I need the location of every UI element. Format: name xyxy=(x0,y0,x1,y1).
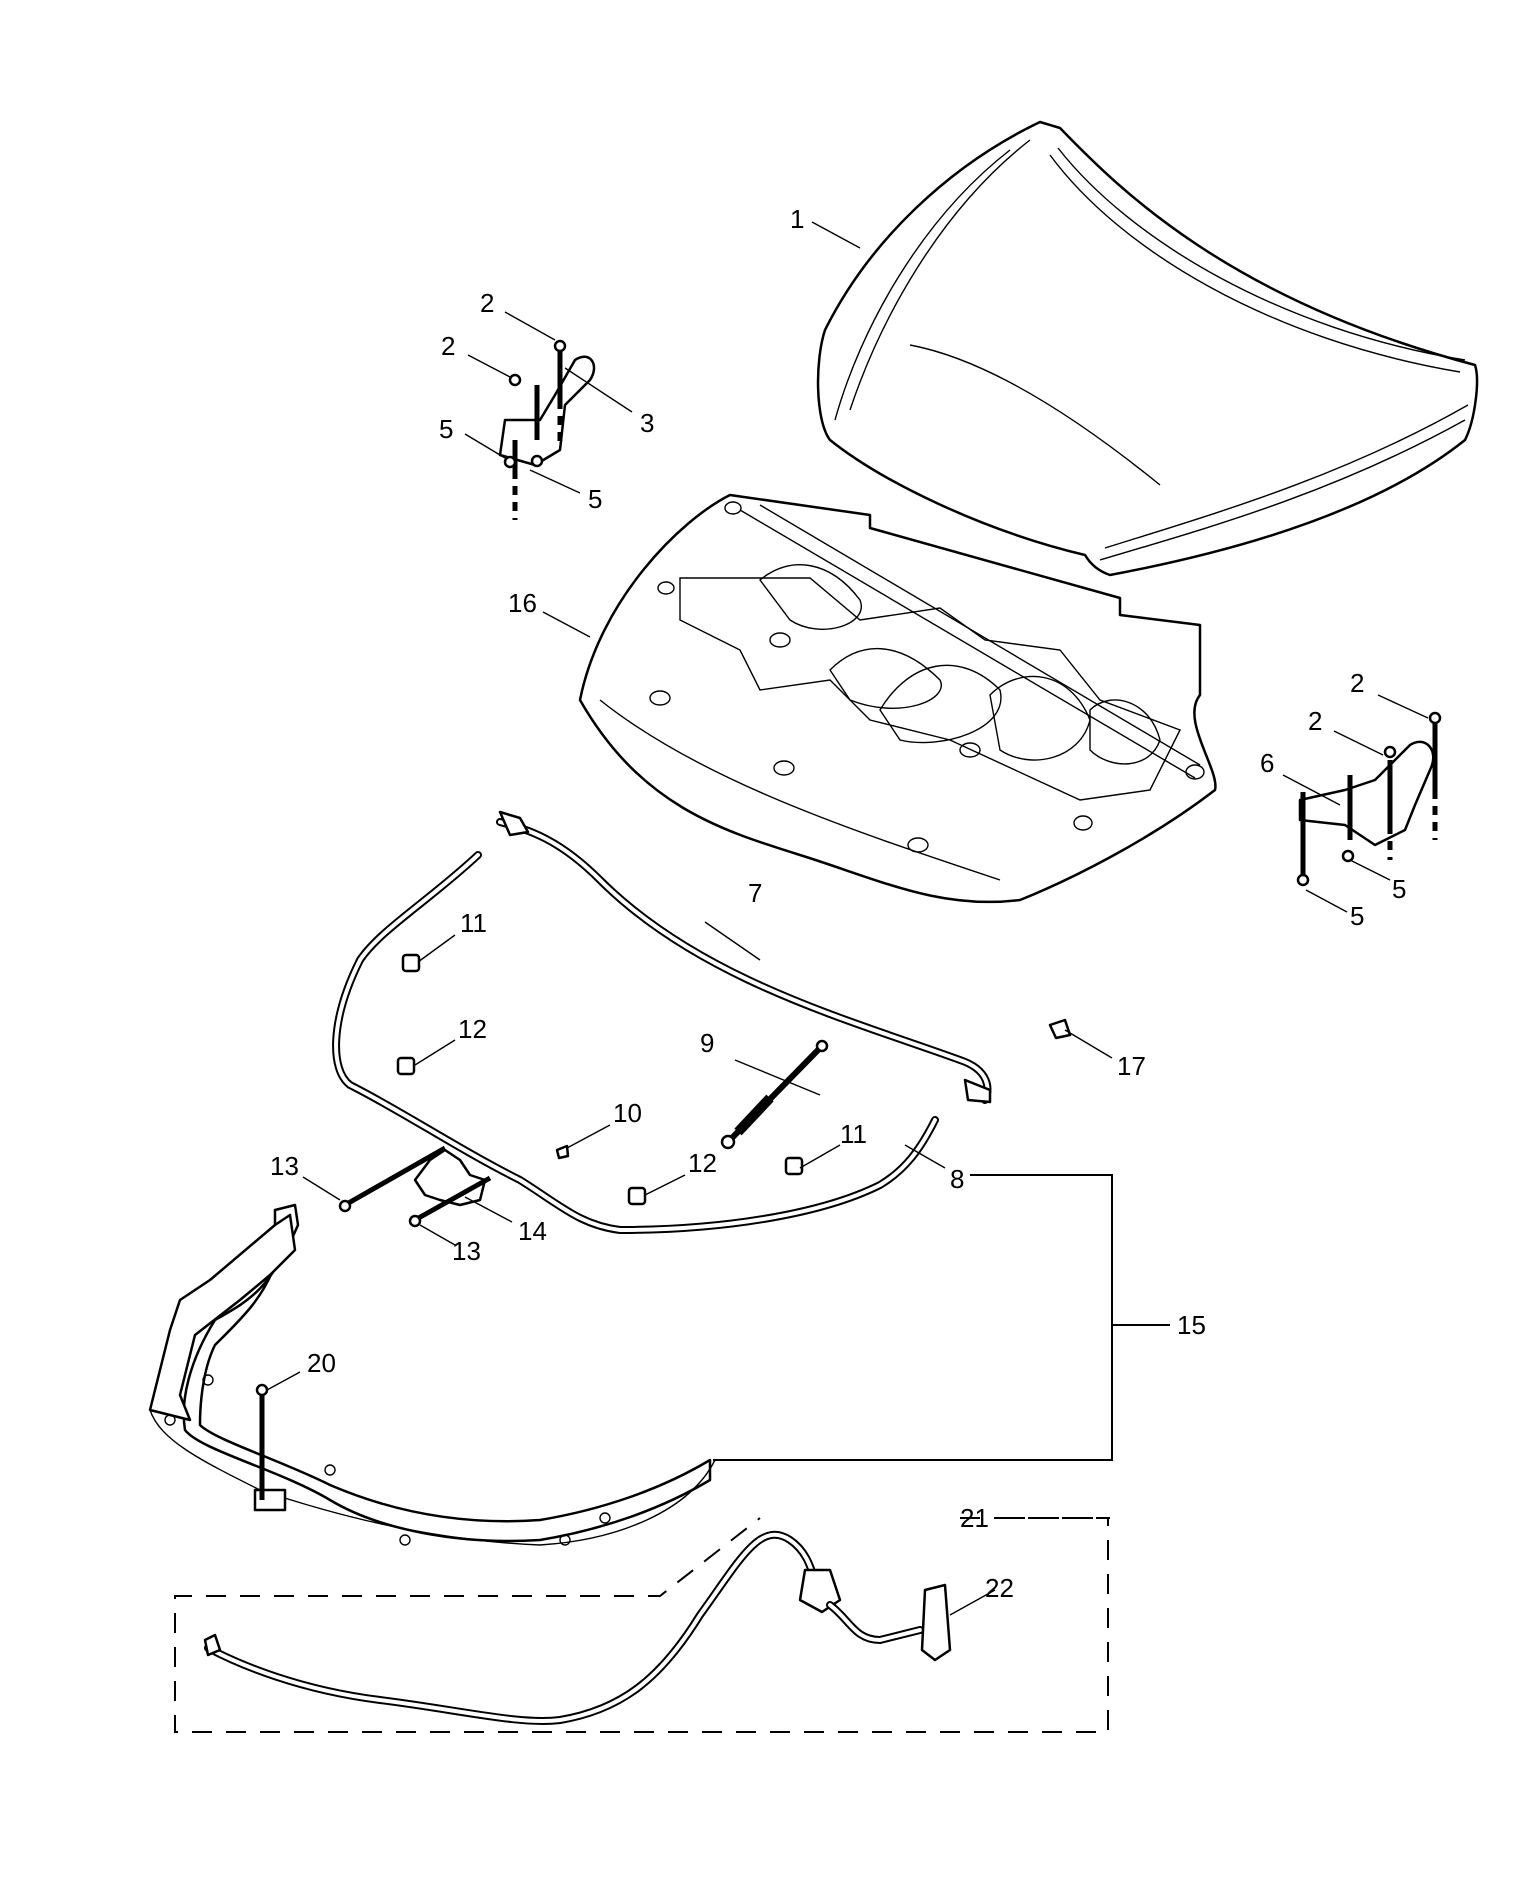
callout-11: 11 xyxy=(460,908,487,938)
callout-16: 16 xyxy=(508,588,537,618)
callout-5: 5 xyxy=(1392,874,1406,904)
callout-10: 10 xyxy=(613,1098,642,1128)
callout-13: 13 xyxy=(270,1151,299,1181)
callout-2: 2 xyxy=(480,288,494,318)
callout-6: 6 xyxy=(1260,748,1274,778)
hood-panel xyxy=(816,120,1479,577)
callout-5: 5 xyxy=(588,484,602,514)
callout-9: 9 xyxy=(700,1028,714,1058)
callout-21: 21 xyxy=(960,1503,989,1533)
callout-3: 3 xyxy=(640,408,654,438)
hood-release-cable xyxy=(203,1530,924,1725)
callout-22: 22 xyxy=(985,1573,1014,1603)
hood-gas-strut xyxy=(720,1039,829,1150)
hood-latch xyxy=(338,1145,492,1228)
right-hood-hinge xyxy=(1296,711,1442,887)
hood-insulator xyxy=(578,493,1217,904)
hood-release-handle xyxy=(920,1583,952,1662)
leader-lines xyxy=(266,221,1429,1616)
callout-17: 17 xyxy=(1117,1051,1146,1081)
callout-5: 5 xyxy=(1350,901,1364,931)
hood-latch-support xyxy=(148,1203,716,1546)
callout-labels: 1 2 2 3 5 5 16 2 2 6 5 5 7 11 12 9 17 10… xyxy=(270,204,1406,1603)
hood-seal-upper xyxy=(496,810,992,1104)
callout-1: 1 xyxy=(790,204,804,234)
callout-5: 5 xyxy=(439,414,453,444)
callout-11: 11 xyxy=(840,1119,867,1149)
callout-2: 2 xyxy=(1308,706,1322,736)
assembly-bracket-15 xyxy=(713,1174,1170,1461)
callout-2: 2 xyxy=(441,331,455,361)
support-bolt xyxy=(255,1383,269,1500)
retainer-clip xyxy=(1048,1018,1072,1040)
callout-13: 13 xyxy=(452,1236,481,1266)
callout-7: 7 xyxy=(748,878,762,908)
callout-14: 14 xyxy=(518,1216,547,1246)
callout-12: 12 xyxy=(688,1148,717,1178)
left-hood-hinge xyxy=(498,339,596,520)
callout-12: 12 xyxy=(458,1014,487,1044)
callout-2: 2 xyxy=(1350,668,1364,698)
callout-8: 8 xyxy=(950,1164,964,1194)
callout-20: 20 xyxy=(307,1348,336,1378)
rubber-bumpers xyxy=(396,953,804,1206)
seal-clip xyxy=(555,1144,570,1160)
release-group-box xyxy=(174,1517,1110,1733)
hood-seal-front xyxy=(332,851,939,1235)
callout-15: 15 xyxy=(1177,1310,1206,1340)
